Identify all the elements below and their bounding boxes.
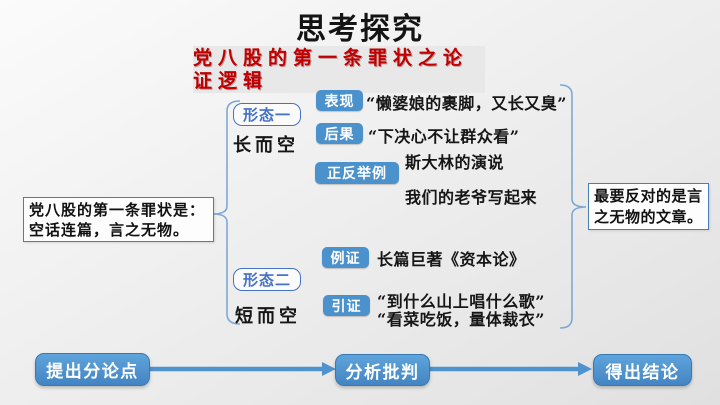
example-negative: 我们的老爷写起来 bbox=[405, 188, 538, 207]
badge-manifestation: 表现 bbox=[316, 90, 363, 111]
right-conclusion-line1: 最要反对的是言 bbox=[594, 187, 703, 205]
right-conclusion-line2: 之无物的文章。 bbox=[594, 208, 703, 226]
example-positive: 斯大林的演说 bbox=[405, 153, 505, 172]
section-heading: 党八股的第一条罪状之论 证逻辑 bbox=[193, 46, 485, 93]
flow-step-draw-conclusion: 得出结论 bbox=[593, 354, 692, 386]
form1-desc: 长而空 bbox=[233, 135, 299, 156]
flow-arrow-2 bbox=[428, 362, 592, 376]
flow-step-propose-subpoint: 提出分论点 bbox=[35, 353, 150, 386]
flow-step-analyze-critique: 分析批判 bbox=[335, 354, 430, 386]
badge-citation: 引证 bbox=[323, 295, 370, 316]
citation-line1: “到什么山上唱什么歌” bbox=[377, 292, 545, 311]
page-title: 思考探究 bbox=[296, 13, 424, 46]
badge-pro-con-examples: 正反举例 bbox=[315, 162, 399, 184]
left-statement-line2: 空话连篇，言之无物。 bbox=[29, 221, 190, 239]
illustration-text: 长篇巨著《资本论》 bbox=[377, 250, 526, 269]
badge-consequence: 后果 bbox=[316, 123, 363, 144]
form1-pill: 形态一 bbox=[233, 103, 301, 126]
right-brace-bracket bbox=[559, 84, 587, 329]
form2-pill: 形态二 bbox=[233, 268, 301, 291]
citation-line2: “看菜吃饭，量体裁衣” bbox=[377, 310, 545, 329]
section-heading-line2: 证逻辑 bbox=[193, 71, 269, 92]
section-heading-line1: 党八股的第一条罪状之论 bbox=[193, 48, 469, 69]
form2-desc: 短而空 bbox=[235, 306, 301, 327]
left-statement-line1: 党八股的第一条罪状是： bbox=[29, 201, 206, 219]
right-conclusion-box: 最要反对的是言 之无物的文章。 bbox=[588, 183, 709, 230]
flow-arrow-1 bbox=[148, 362, 336, 376]
quote-consequence: “下决心不让群众看” bbox=[368, 127, 520, 146]
quote-manifestation: “懒婆娘的裹脚，又长又臭” bbox=[366, 94, 567, 113]
left-statement-box: 党八股的第一条罪状是： 空话连篇，言之无物。 bbox=[23, 197, 214, 242]
badge-illustration: 例证 bbox=[322, 247, 369, 268]
